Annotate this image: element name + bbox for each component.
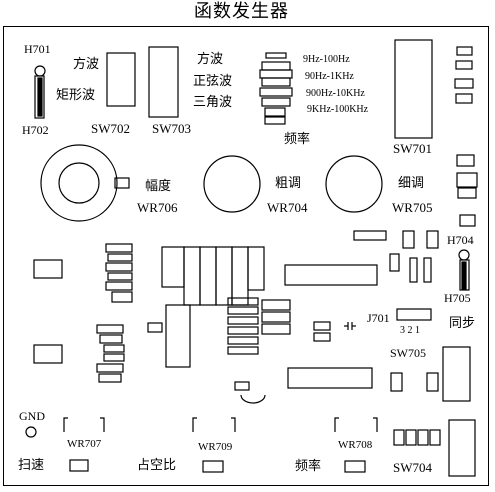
resistor-r3 — [426, 230, 439, 249]
sw703-switch — [148, 46, 179, 118]
gnd-label: GND — [19, 409, 45, 423]
sw703-label: SW703 — [152, 121, 191, 136]
j701-header — [396, 308, 432, 321]
range-resistor-ladder — [259, 52, 293, 125]
crystal — [240, 394, 266, 404]
range-label-4: 9KHz-100KHz — [307, 104, 369, 115]
sweep-speed-label: 扫速 — [18, 458, 45, 473]
board-outline — [3, 26, 489, 486]
sw704-label: SW704 — [393, 460, 432, 475]
gnd-terminal — [25, 426, 37, 438]
transistor-2 — [426, 372, 439, 392]
sw701-label: SW701 — [393, 141, 432, 156]
left-switch-upper — [33, 259, 63, 279]
left-resistor-bank-upper — [105, 243, 133, 303]
wr708-trimmer — [334, 417, 378, 473]
sync-label: 同步 — [449, 316, 476, 331]
cap-b1 — [393, 429, 405, 446]
board-title: 函数发生器 — [194, 1, 289, 22]
wr705-knob — [325, 155, 383, 213]
wr704-label: WR704 — [267, 200, 308, 215]
sw705-switch — [442, 346, 471, 402]
j701-label: J701 — [367, 311, 390, 325]
component-lower-mid — [234, 381, 250, 391]
resistor-r2 — [402, 230, 415, 249]
sw701-switch — [394, 39, 433, 139]
ic-sockets-upper — [161, 246, 265, 306]
frequency-bottom-label: 频率 — [295, 459, 322, 474]
sw702-label: SW702 — [91, 121, 130, 136]
h704-h705-jumper — [458, 249, 470, 291]
cap-m2 — [313, 332, 331, 342]
resistor-bank-middle — [147, 297, 291, 355]
wr708-label: WR708 — [338, 439, 373, 451]
sw705-label: SW705 — [390, 346, 426, 360]
left-switch-lower — [33, 344, 63, 364]
wr709-trimmer — [192, 417, 236, 473]
wr707-trimmer — [63, 417, 105, 472]
cap-c2 — [409, 257, 418, 283]
left-resistor-bank-lower — [96, 324, 125, 383]
cap-m3 — [344, 322, 356, 330]
h702-label: H702 — [22, 123, 49, 137]
wr704-knob — [203, 155, 261, 213]
ic-lower-left — [165, 304, 191, 368]
range-label-2: 90Hz-1KHz — [305, 71, 354, 82]
ic-long-upper — [284, 264, 378, 286]
right-top-components — [454, 46, 478, 227]
transistor-1 — [390, 372, 403, 392]
wave-square-label: 方波 — [197, 52, 224, 67]
rect-wave-label: 矩形波 — [56, 88, 96, 103]
wr705-label: WR705 — [392, 200, 433, 215]
wave-triangle-label: 三角波 — [193, 95, 233, 110]
fine-label: 细调 — [398, 176, 425, 191]
range-label-1: 9Hz-100Hz — [303, 54, 350, 65]
duty-cycle-label: 占空比 — [137, 458, 177, 473]
wr707-label: WR707 — [67, 438, 102, 450]
sw704-switch — [448, 419, 476, 477]
coarse-label: 粗调 — [275, 176, 302, 191]
cap-b3 — [417, 429, 429, 446]
wave-sine-label: 正弦波 — [193, 74, 233, 89]
sw702-switch — [106, 52, 136, 107]
resistor-r1 — [353, 230, 387, 241]
square-wave-label: 方波 — [73, 57, 100, 72]
h701-h702-jumper — [34, 65, 46, 119]
ic-long-lower — [287, 367, 373, 389]
cap-c1 — [389, 253, 400, 272]
wr709-label: WR709 — [198, 441, 233, 453]
cap-b2 — [405, 429, 417, 446]
h705-label: H705 — [444, 291, 471, 305]
h704-label: H704 — [447, 233, 474, 247]
wr706-label: WR706 — [137, 200, 178, 215]
range-label-3: 900Hz-10KHz — [306, 88, 365, 99]
cap-b4 — [429, 429, 441, 446]
h701-label: H701 — [24, 42, 51, 56]
wr706-potentiometer — [40, 144, 130, 222]
frequency-range-label: 频率 — [284, 132, 311, 147]
j701-pins-label: 3 2 1 — [400, 325, 420, 336]
cap-m1 — [313, 321, 331, 331]
amplitude-label: 幅度 — [145, 179, 172, 194]
cap-c3 — [423, 257, 432, 283]
